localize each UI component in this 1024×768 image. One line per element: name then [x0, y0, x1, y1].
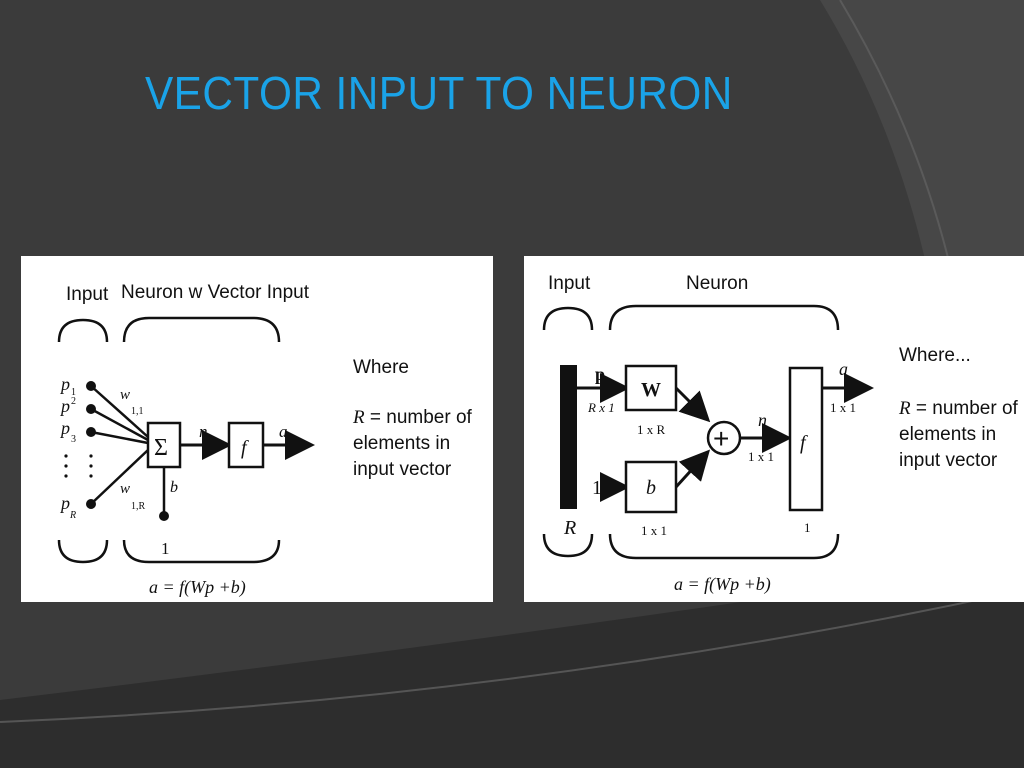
input-label: Input [66, 284, 109, 305]
bias-value: 1 [161, 539, 170, 558]
input-p3: p [59, 418, 70, 438]
equation: a = f(Wp +b) [149, 577, 246, 598]
input-pR: p [59, 493, 70, 513]
f-dim: 1 [804, 520, 811, 535]
where-title: Where... [899, 345, 971, 366]
where-var-R: R [898, 398, 911, 419]
weight-w11-sub: 1,1 [131, 406, 144, 417]
bias-label: b [170, 479, 178, 496]
bias-box [624, 460, 678, 514]
input-p1: p [59, 374, 70, 394]
neuron-brace-bottom [608, 533, 840, 560]
where-line1: R = number of [352, 407, 473, 428]
a-label: a [839, 359, 848, 379]
input-brace-bottom [57, 539, 109, 564]
where-line1-rest: = number of [911, 398, 1019, 419]
equation: a = f(Wp +b) [674, 574, 771, 595]
bias-dot [159, 511, 169, 521]
left-neuron-diagram: Input Neuron w Vector Input p 1 p 2 p 3 … [21, 256, 493, 602]
where-line3: input vector [899, 450, 998, 471]
input-p2-sub: 2 [71, 396, 76, 407]
where-line2: elements in [353, 433, 450, 454]
neuron-brace-bottom [122, 539, 281, 564]
input-vector-bar [560, 365, 577, 509]
input-pR-sub: R [69, 510, 76, 521]
right-neuron-diagram: Input Neuron R p R x 1 W 1 x R 1 b 1 x 1… [524, 256, 1024, 602]
weight-w1R: w [120, 481, 130, 497]
where-line1: R = number of [898, 398, 1019, 419]
f-label: f [800, 432, 808, 454]
where-line1-rest: = number of [365, 407, 473, 428]
plus-symbol: + [713, 423, 729, 454]
b-dim: 1 x 1 [641, 523, 667, 538]
input-p2: p [59, 396, 70, 416]
input-p3-sub: 3 [71, 434, 76, 445]
p-dim: R x 1 [587, 400, 615, 415]
output-label: a [279, 422, 288, 441]
W-dim: 1 x R [637, 422, 666, 437]
where-line3: input vector [353, 459, 452, 480]
transfer-function-box [788, 366, 824, 512]
n-label: n [758, 410, 767, 430]
b-to-sum-arrow [674, 449, 711, 489]
neuron-label: Neuron [686, 273, 748, 294]
weight-w1R-sub: 1,R [131, 501, 146, 512]
where-title: Where [353, 357, 409, 378]
net-label: n [199, 422, 208, 441]
input-brace-top [57, 318, 109, 343]
where-var-R: R [352, 407, 365, 428]
neuron-label: Neuron w Vector Input [121, 282, 310, 303]
input-label: Input [548, 273, 591, 294]
n-dim: 1 x 1 [748, 449, 774, 464]
a-dim: 1 x 1 [830, 400, 856, 415]
func-label: f [241, 437, 249, 459]
neuron-brace-top [608, 304, 840, 331]
weight-w11: w [120, 387, 130, 403]
sum-symbol: Σ [154, 435, 168, 461]
where-line2: elements in [899, 424, 996, 445]
W-to-sum-arrow [674, 386, 711, 423]
weight-lines [90, 385, 149, 505]
input-brace-top [542, 306, 594, 331]
p-label: p [595, 364, 605, 384]
neuron-brace-top [122, 316, 281, 343]
b-label: b [646, 477, 656, 499]
input-p1-sub: 1 [71, 387, 76, 398]
input-brace-bottom [542, 533, 594, 558]
R-label: R [563, 517, 576, 539]
slide-title: VECTOR INPUT TO NEURON [145, 67, 733, 119]
one-label: 1 [592, 477, 602, 499]
W-label: W [641, 379, 661, 401]
